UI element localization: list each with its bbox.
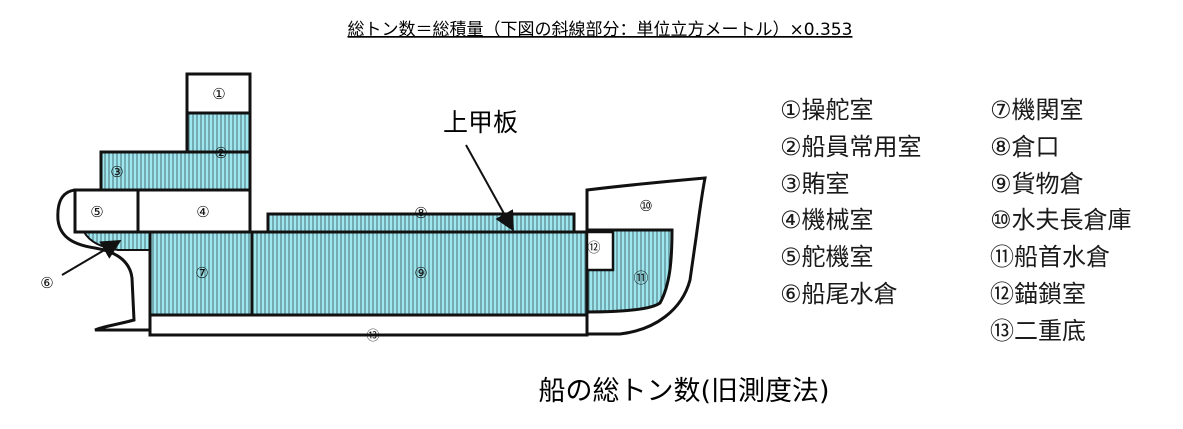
galley [99, 150, 252, 192]
legend-right: ⑦機関室 ⑧倉口 ⑨貨物倉 ⑩水夫長倉庫 ⑪船首水倉 ⑫錨鎖室 ⑬二重底 [990, 96, 1132, 345]
marker-11: ⑪ [633, 269, 648, 287]
steering-gear-room [73, 188, 140, 234]
chain-locker [585, 230, 615, 272]
deck-arrow [465, 144, 514, 232]
legend-left: ①操舵室 ②船員常用室 ③賄室 ④機械室 ⑤舵機室 ⑥船尾水倉 [780, 96, 922, 308]
legend-item: ①操舵室 [780, 96, 874, 124]
marker-7: ⑦ [195, 264, 208, 282]
marker-4: ④ [196, 203, 209, 221]
marker-1: ① [212, 85, 225, 103]
marker-12: ⑫ [587, 241, 600, 256]
marker-6: ⑥ [40, 274, 53, 292]
marker-5: ⑤ [90, 203, 103, 221]
crew-quarters [185, 111, 252, 154]
cargo-hold [250, 230, 589, 317]
legend-item: ⑩水夫長倉庫 [990, 206, 1132, 234]
figure-caption: 船の総トン数(旧測度法) [538, 376, 829, 407]
marker-9: ⑨ [414, 264, 427, 282]
engine-room [148, 230, 254, 317]
legend-item: ④機械室 [780, 206, 874, 234]
machinery-casing [136, 188, 252, 234]
legend-item: ⑪船首水倉 [990, 243, 1110, 271]
marker-13: ⑬ [366, 329, 379, 344]
formula-title: 総トン数＝総積量（下図の斜線部分：単位立方メートル）×0.353 [348, 20, 853, 40]
legend-item: ⑨貨物倉 [990, 170, 1084, 198]
legend-item: ②船員常用室 [780, 133, 922, 161]
marker-3: ③ [110, 163, 123, 181]
legend-item: ⑤舵機室 [780, 243, 874, 271]
legend-item: ⑦機関室 [990, 96, 1084, 124]
marker-10: ⑩ [639, 197, 652, 215]
legend-item: ③賄室 [780, 170, 850, 198]
ship-drawing [56, 72, 707, 337]
legend-item: ⑬二重底 [990, 317, 1086, 345]
wheelhouse [185, 72, 252, 115]
legend-item: ⑧倉口 [990, 133, 1060, 161]
legend-item: ⑥船尾水倉 [780, 280, 898, 308]
leader-line-6 [61, 239, 122, 276]
upper-deck-label: 上甲板 [443, 108, 518, 137]
markers: ① ② ③ ④ ⑤ ⑥ ⑦ ⑧ ⑨ ⑩ ⑪ ⑫ ⑬ [40, 85, 652, 344]
legend-item: ⑫錨鎖室 [990, 280, 1086, 308]
marker-8: ⑧ [414, 204, 427, 222]
marker-2: ② [214, 144, 227, 162]
